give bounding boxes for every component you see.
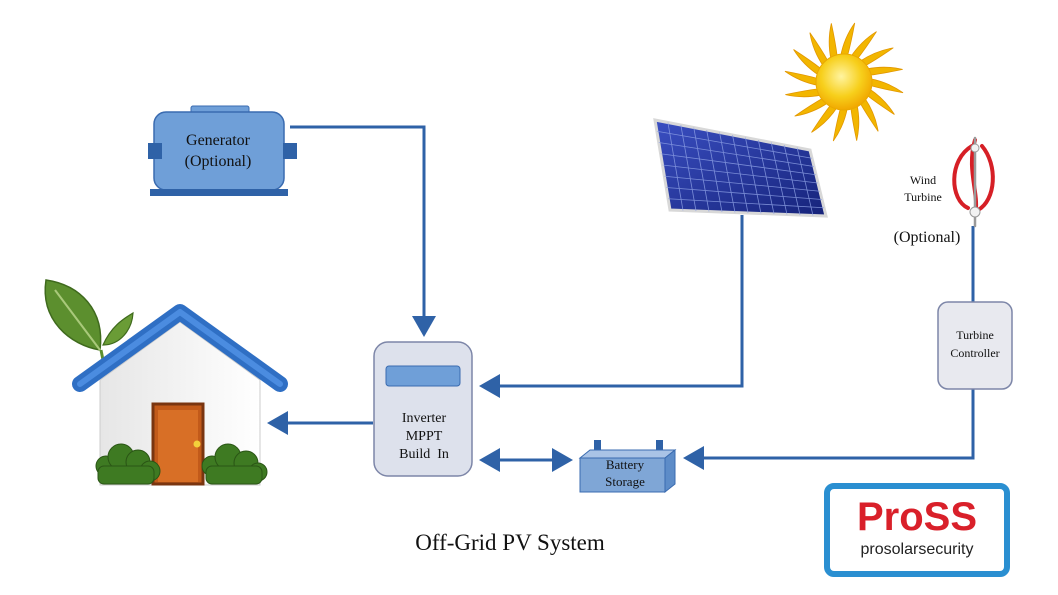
turbine-controller-line1: Turbine <box>956 328 994 342</box>
inverter-label-line3: Build In <box>399 447 449 462</box>
pross-logo: ProSS prosolarsecurity <box>824 483 1010 577</box>
panel-grid-line <box>668 198 825 209</box>
sun-ray <box>793 49 822 76</box>
generator-label-line1: Generator <box>186 132 250 149</box>
wires <box>267 125 975 472</box>
sun-ray <box>794 97 829 117</box>
sun-ray <box>784 70 819 86</box>
sun-ray <box>828 23 838 61</box>
wind-turbine-optional: (Optional) <box>893 229 961 246</box>
turbine-controller-label: Turbine Controller <box>938 326 1012 362</box>
sun-ray <box>850 103 860 141</box>
wind-turbine-icon <box>952 136 995 228</box>
diagram-title: Off-Grid PV System <box>415 530 605 555</box>
sun-ray <box>809 32 829 67</box>
wind-turbine-line1: Wind <box>909 173 937 187</box>
panel-grid-line <box>660 153 817 176</box>
battery-label: Battery Storage <box>580 456 670 490</box>
inverter-label: Inverter MPPT Build In <box>374 410 474 464</box>
sun-ray <box>811 104 838 133</box>
sun-ray <box>859 47 894 67</box>
sun-ray <box>840 22 856 57</box>
generator-icon <box>148 105 297 196</box>
sun-ray <box>859 97 879 132</box>
inverter-display <box>385 365 461 387</box>
house-icon <box>44 279 288 486</box>
logo-sub-text: prosolarsecurity <box>860 541 974 558</box>
inverter-label-line2: MPPT <box>405 429 443 444</box>
bush-right <box>201 443 268 485</box>
bush-left <box>95 443 161 485</box>
wire-controller-battery <box>683 389 975 470</box>
leaf-small <box>102 311 134 346</box>
turbine-controller-box <box>937 301 1013 390</box>
wire-generator-inverter <box>290 125 436 337</box>
turbine-controller-line2: Controller <box>950 346 1000 360</box>
battery-label-line1: Battery <box>605 457 645 472</box>
sun-ray <box>869 78 904 94</box>
panel-grid-line <box>658 142 815 167</box>
sun-ray <box>850 31 877 60</box>
inverter-label-line1: Inverter <box>401 411 447 426</box>
wind-turbine-line2: Turbine <box>904 190 942 204</box>
panel-grid-line <box>664 175 821 192</box>
inverter-box <box>373 341 473 477</box>
logo-main-text: ProSS <box>856 495 978 539</box>
generator-label: Generator (Optional) <box>150 130 286 172</box>
sun-ray <box>832 107 848 142</box>
battery-label-line2: Storage <box>605 474 645 489</box>
sun-ray <box>785 88 823 98</box>
battery-icon <box>578 440 677 494</box>
sun-icon <box>784 22 904 142</box>
solar-panel-icon <box>653 118 828 218</box>
sun-ray <box>865 66 903 76</box>
wind-turbine-label: Wind Turbine <box>896 172 950 206</box>
sun-ray <box>866 88 895 115</box>
panel-grid-line <box>656 130 813 159</box>
generator-label-line2: (Optional) <box>184 153 252 170</box>
panel-grid-line <box>662 164 819 184</box>
wire-panel-inverter <box>479 215 744 398</box>
panel-grid-line <box>666 187 823 200</box>
